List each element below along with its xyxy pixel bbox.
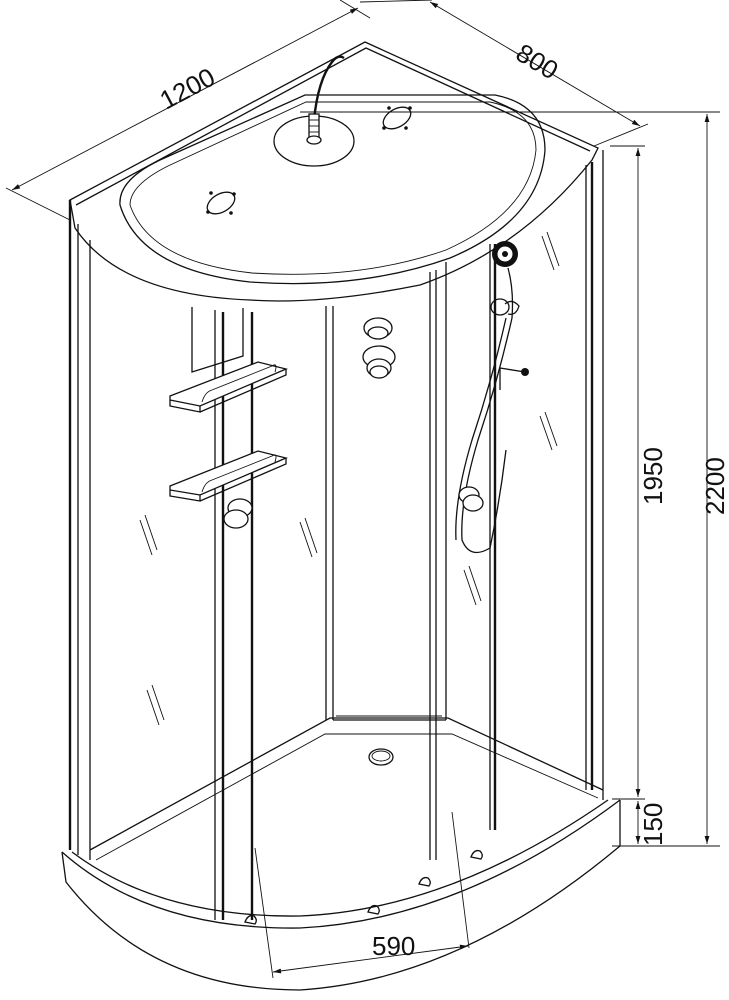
ceiling-light-icon: [206, 191, 236, 215]
shower-tray: [61, 717, 621, 991]
total-height-label: 2200: [700, 457, 729, 515]
door-opening-label: 590: [372, 931, 415, 961]
curved-glass-left: [68, 200, 560, 860]
glass-shelf-lower: [169, 450, 289, 502]
glass-height-label: 1950: [638, 447, 668, 505]
hand-shower-icon: [492, 241, 518, 319]
shower-hose-icon: [455, 317, 513, 554]
rain-shower-head-icon: [273, 55, 355, 167]
massage-jet-icon: [223, 498, 253, 529]
dimension-heights: 2200 1950 150: [300, 111, 729, 847]
dimension-door-opening: 590: [254, 811, 470, 979]
shower-holder-icon: [490, 298, 520, 316]
width-label: 1200: [155, 62, 220, 116]
ceiling-light-icon: [382, 106, 412, 130]
sliding-doors: [191, 150, 604, 920]
tray-height-label: 150: [638, 803, 668, 846]
depth-label: 800: [511, 37, 564, 85]
massage-jet-icon: [362, 317, 396, 379]
mixer-handle-icon: [458, 367, 529, 512]
drain-icon: [368, 748, 394, 766]
ceiling-panel: [69, 41, 599, 302]
glass-shelf-upper: [169, 361, 289, 413]
